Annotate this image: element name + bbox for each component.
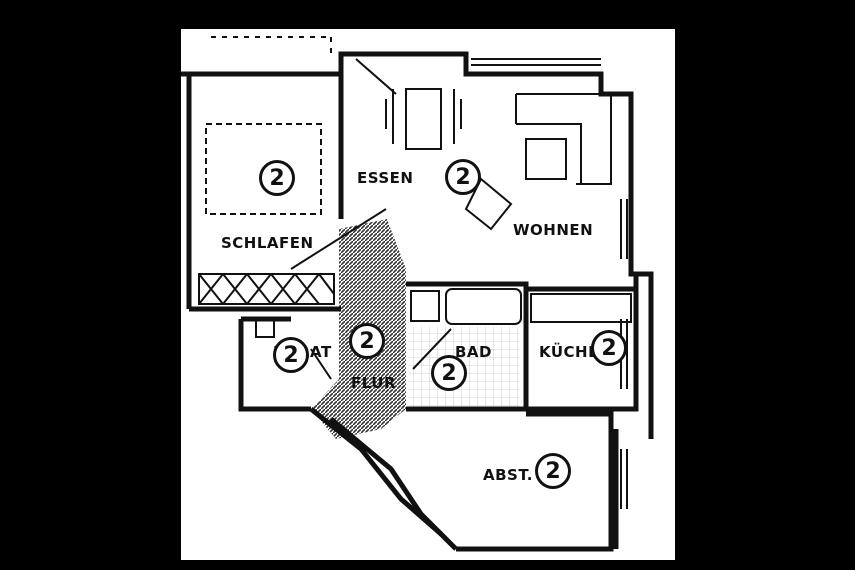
floor-plan-drawing: [181, 36, 654, 552]
door-swing-flur: [310, 348, 332, 380]
room-count-badge-bad: 2: [431, 355, 467, 391]
room-label-schlafen: SCHLAFEN: [221, 234, 314, 252]
wall-abst-top: [456, 411, 614, 552]
closet-strip: [198, 273, 335, 305]
room-count-badge-flur: 2: [349, 323, 385, 359]
window-top: [471, 58, 601, 66]
coffee-table: [525, 138, 567, 180]
room-label-essen: ESSEN: [357, 169, 414, 187]
floor-plan: SCHLAFEN 2 ESSEN 2 WOHNEN NBRAT 2 FLUR 2…: [181, 29, 675, 560]
kitchen-counter: [530, 293, 632, 323]
wall-diagonal-2: [309, 407, 443, 536]
bed-outline: [205, 123, 322, 215]
door-swing-essen: [355, 58, 397, 95]
appliance: [255, 318, 275, 338]
wall-bath-top: [406, 281, 529, 409]
dining-chairs: [385, 89, 462, 144]
door-swing-bad: [412, 328, 452, 370]
armchair: [464, 177, 513, 231]
room-count-badge-schlafen: 2: [259, 160, 295, 196]
room-label-kueche: KÜCHE: [539, 343, 599, 361]
room-label-wohnen: WOHNEN: [513, 221, 594, 239]
room-label-bad: BAD: [455, 343, 492, 361]
dining-table: [405, 88, 442, 150]
room-label-flur: FLUR: [351, 374, 397, 392]
bathtub: [445, 288, 522, 325]
room-count-badge-kueche: 2: [591, 330, 627, 366]
sofa: [515, 93, 612, 185]
dashed-line: [211, 36, 332, 54]
wall-kitchen: [526, 286, 639, 412]
closet-crosses: [198, 273, 335, 305]
room-label-abst: ABST.: [483, 466, 533, 484]
room-count-badge-abst: 2: [535, 453, 571, 489]
door-swing-schlafen: [290, 208, 387, 270]
room-count-badge-essen: 2: [445, 159, 481, 195]
room-count-badge-nebenraum: 2: [273, 337, 309, 373]
washbasin: [410, 290, 440, 322]
